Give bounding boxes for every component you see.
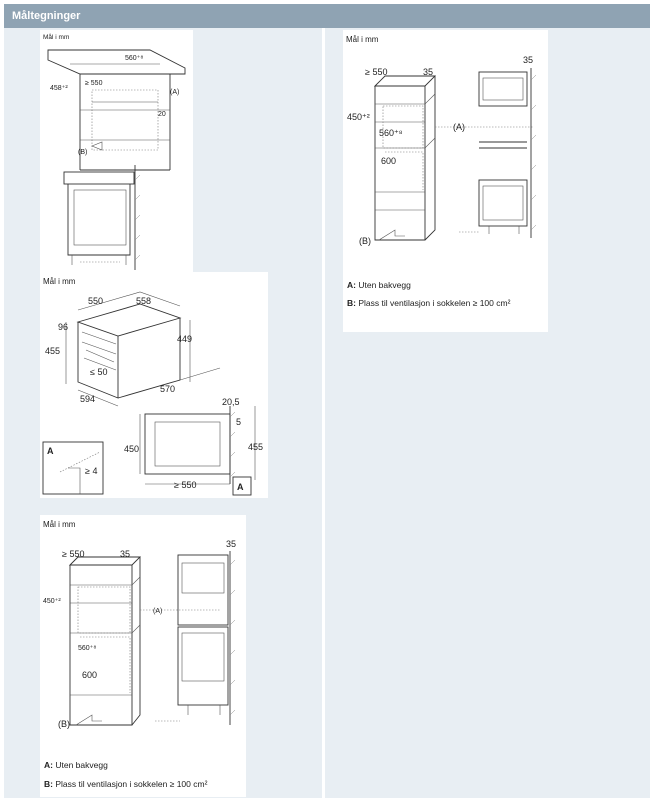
caption: Mål i mm [43,277,76,286]
dim-label: 600 [381,156,396,166]
tall-cabinet-drawing: Mål i mm ≥ 550 35 35 450⁺² (A) 560⁺⁸ 600… [346,35,537,246]
dim-label: 5 [236,417,241,427]
legend-key: B: [347,298,356,308]
dim-label: 450 [124,444,139,454]
diagram-panel-tall-cabinet-right: Mål i mm ≥ 550 35 35 450⁺² (A) 560⁺⁸ 600… [343,30,548,332]
section-header: Måltegninger [4,4,650,28]
dim-label: ≥ 550 [365,67,387,77]
dim-label: 35 [423,67,433,77]
dim-label: ≥ 550 [85,80,103,87]
caption: Mål i mm [346,35,379,44]
legend-text: Plass til ventilasjon i sokkelen ≥ 100 c… [52,779,208,789]
dim-label: 458⁺² [50,85,68,92]
dim-label: 96 [58,322,68,332]
dim-label: 560⁺⁸ [125,55,143,62]
dim-label: 560⁺⁸ [78,645,96,652]
dim-label: 594 [80,394,95,404]
diagram-panel-tall-cabinet-left: Mål i mm ≥ 550 35 35 450⁺² (A) 560⁺⁸ 600… [40,515,246,797]
legend-a: A: Uten bakvegg [44,760,108,770]
dim-label: 455 [45,346,60,356]
dim-label: 455 [248,442,263,452]
dim-label: 20,5 [222,397,240,407]
dim-label: 450⁺² [43,598,61,605]
legend-text: Plass til ventilasjon i sokkelen ≥ 100 c… [355,298,511,308]
legend-key: A: [347,280,356,290]
dim-label: (B) [78,149,87,156]
diagram-panel-appliance-dimensions: Mål i mm 550 558 96 449 455 ≤ 50 570 594… [40,272,268,498]
legend-a: A: Uten bakvegg [347,280,411,290]
dim-label: 35 [120,549,130,559]
dim-label: 20 [158,111,166,118]
caption: Mål i mm [43,520,76,529]
dim-label: 570 [160,384,175,394]
appliance-dimensions-drawing: Mål i mm 550 558 96 449 455 ≤ 50 570 594… [42,277,263,496]
dim-label: 35 [523,55,533,65]
dim-label: 550 [88,296,103,306]
dim-label: 449 [177,334,192,344]
dim-label: ≤ 50 [90,367,107,377]
legend-key: A: [44,760,53,770]
dim-label: (A) [453,122,465,132]
legend-b: B: Plass til ventilasjon i sokkelen ≥ 10… [44,779,207,789]
dim-label: ≥ 550 [174,480,196,490]
dim-label: ≥ 4 [85,466,97,476]
dim-label: 35 [226,539,236,549]
dim-label: 600 [82,670,97,680]
caption: Mål i mm [43,33,69,41]
dim-label: 560⁺⁸ [379,128,403,138]
dim-label: (B) [359,236,371,246]
dim-label: (B) [58,719,70,729]
legend-text: Uten bakvegg [52,760,108,770]
dim-label: (A) [153,608,162,615]
legend-key: B: [44,779,53,789]
dim-label: ≥ 550 [62,549,84,559]
dim-label: 450⁺² [347,112,370,122]
dim-label: 558 [136,296,151,306]
tall-cabinet-drawing: Mål i mm ≥ 550 35 35 450⁺² (A) 560⁺⁸ 600… [43,520,236,729]
legend-b: B: Plass til ventilasjon i sokkelen ≥ 10… [347,298,510,308]
built-under-drawing: Mål i mm 560⁺⁸ ≥ 550 458⁺² (A) 20 (B) [43,33,186,270]
diagram-panel-built-under: Mål i mm 560⁺⁸ ≥ 550 458⁺² (A) 20 (B) [40,30,193,272]
detail-label-a: A [47,446,54,456]
legend-text: Uten bakvegg [355,280,411,290]
section-title: Måltegninger [12,10,81,22]
dim-label: (A) [170,89,179,96]
detail-marker-a: A [237,482,244,492]
